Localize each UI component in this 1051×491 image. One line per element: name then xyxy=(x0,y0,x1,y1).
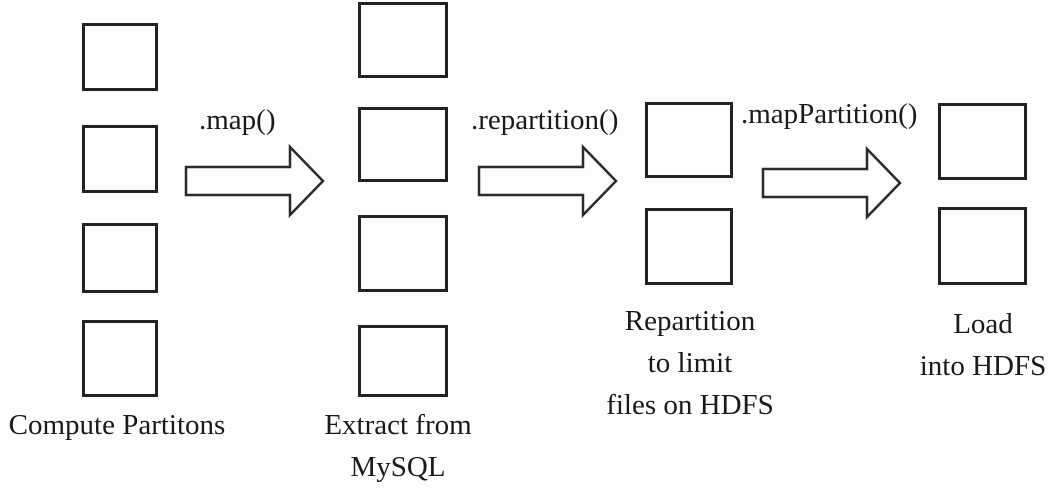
block-arrow-map-icon xyxy=(184,144,325,218)
stage-label-extract-from-mysql: Extract from MySQL xyxy=(308,404,488,488)
stage-label-line: Repartition xyxy=(624,305,756,337)
partition-box-load-2 xyxy=(938,207,1027,285)
block-arrow-mappartition-icon xyxy=(761,146,902,220)
stage-label-line: Compute Partitons xyxy=(8,409,226,441)
partition-box-repartition-2 xyxy=(645,208,733,285)
stage-label-line: MySQL xyxy=(350,451,446,483)
partition-box-compute-1 xyxy=(82,23,158,91)
partition-box-extract-1 xyxy=(358,2,448,78)
stage-label-line: into HDFS xyxy=(919,350,1047,382)
partition-box-extract-3 xyxy=(358,215,448,292)
arrow-label-map: .map() xyxy=(199,104,276,136)
block-arrow-repartition-icon xyxy=(477,144,618,218)
partition-box-compute-2 xyxy=(82,125,158,193)
stage-label-repartition: Repartition to limit files on HDFS xyxy=(600,300,780,426)
partition-box-compute-4 xyxy=(82,320,158,397)
arrow-label-repartition: .repartition() xyxy=(471,104,619,136)
stage-label-line: files on HDFS xyxy=(606,389,774,421)
arrow-label-mappartition: .mapPartition() xyxy=(741,98,918,130)
partition-box-extract-2 xyxy=(358,107,448,182)
stage-label-load-into-hdfs: Load into HDFS xyxy=(893,303,1051,387)
stage-label-line: to limit xyxy=(647,347,733,379)
partition-box-compute-3 xyxy=(82,223,158,293)
stage-label-line: Extract from xyxy=(324,409,472,441)
partition-box-repartition-1 xyxy=(645,102,733,178)
partition-box-load-1 xyxy=(938,103,1027,180)
stage-label-compute-partitions: Compute Partitons xyxy=(0,404,236,446)
stage-label-line: Load xyxy=(953,308,1013,340)
partition-box-extract-4 xyxy=(358,325,448,397)
